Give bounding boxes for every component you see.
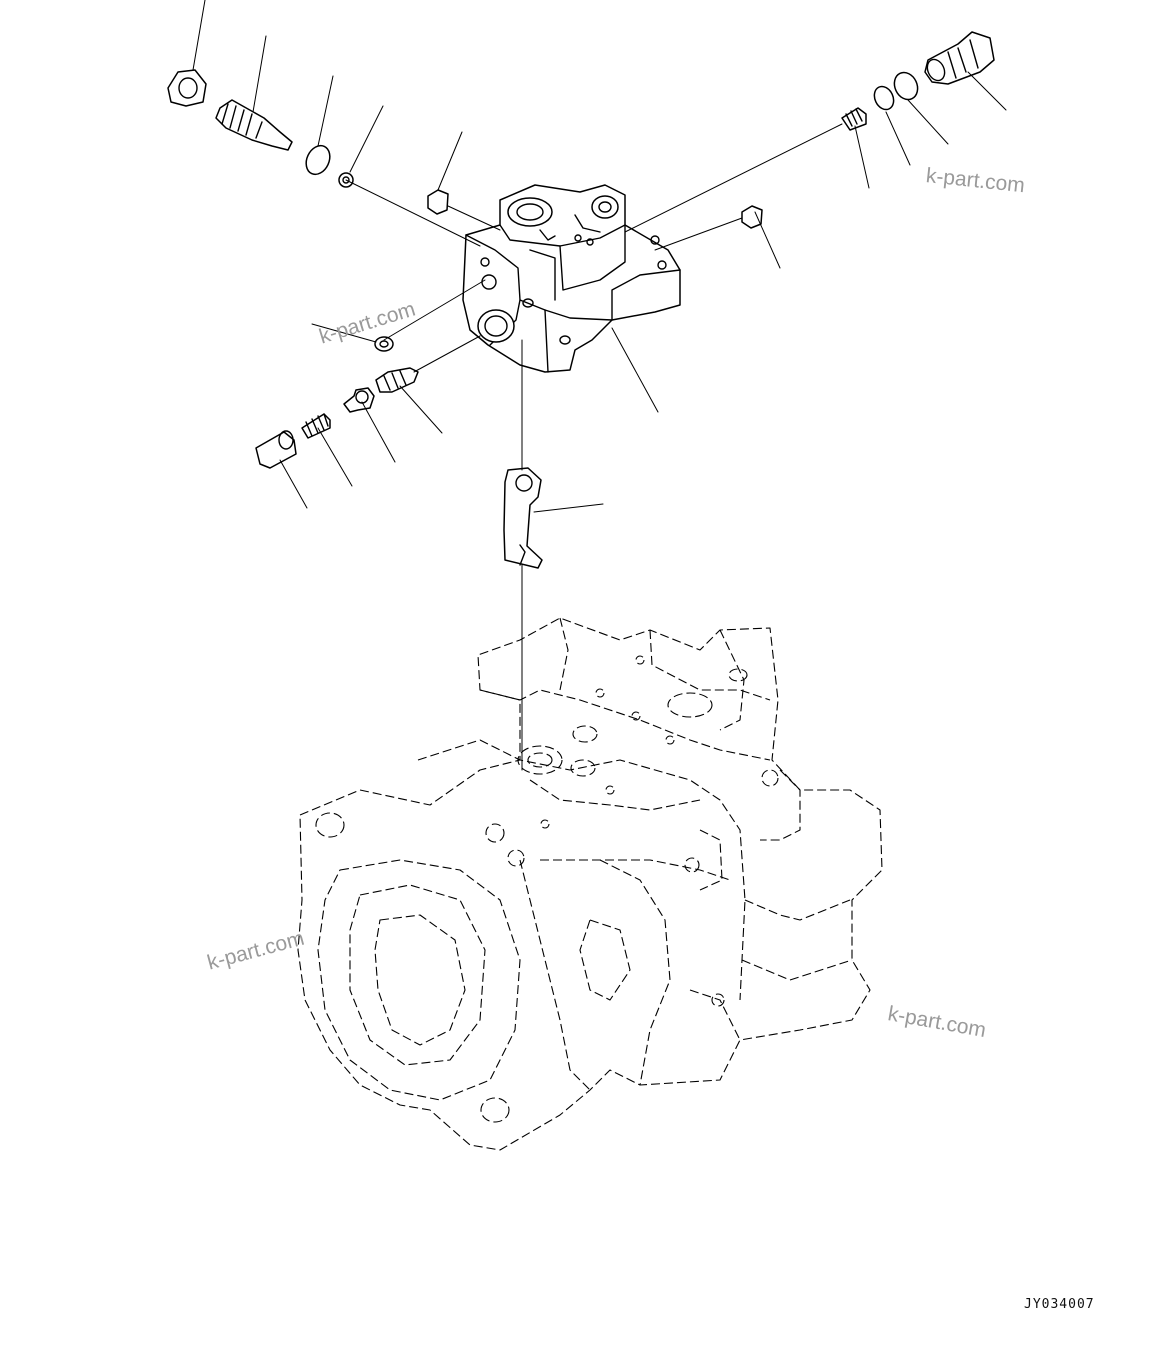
o-ring-right-small (873, 85, 895, 111)
small-plug-left (374, 336, 394, 352)
plug-right (741, 205, 763, 229)
valve-housing (462, 184, 681, 373)
o-ring-left (305, 144, 331, 176)
o-ring-right-large (893, 71, 919, 101)
drawing-code: JY034007 (1024, 1297, 1095, 1312)
piston (343, 387, 375, 413)
spring-left (301, 413, 331, 439)
spool (375, 367, 419, 393)
pump-body-outline (297, 617, 883, 1151)
spring-right (841, 107, 867, 131)
plug-top (427, 189, 449, 215)
assembly-lines (345, 123, 843, 771)
cap-small (338, 172, 354, 188)
plug-fitting (924, 31, 995, 85)
lever (503, 467, 543, 569)
nut (167, 69, 207, 107)
sleeve (255, 430, 297, 469)
callout-leaders (192, 0, 1007, 513)
